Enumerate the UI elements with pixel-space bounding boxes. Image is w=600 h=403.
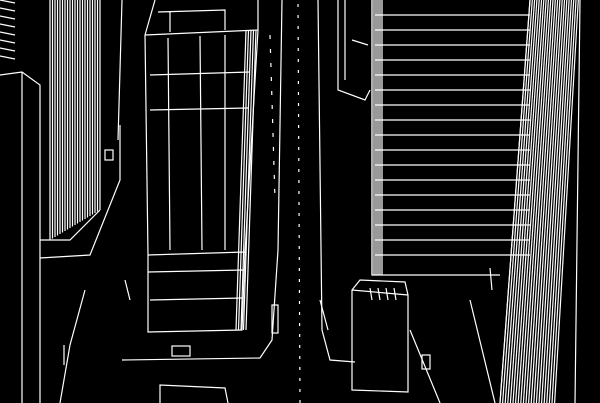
facade-stripe: [502, 0, 533, 403]
streets: [39, 0, 496, 403]
window-line: [0, 23, 16, 28]
facade-stripe: [530, 0, 559, 403]
window-line: [0, 47, 16, 52]
facade-stripe: [548, 0, 575, 403]
window-line: [0, 39, 16, 44]
tower-side-stripe: [237, 29, 250, 331]
facade-stripe: [512, 0, 543, 403]
facade-stripe: [554, 0, 579, 403]
small-building: [351, 279, 409, 393]
tower-side-stripe: [245, 29, 257, 331]
central-tower: [144, 0, 259, 333]
window-line: [0, 0, 16, 4]
facade-stripe: [528, 0, 556, 403]
window-line: [0, 7, 16, 12]
facade-stripe: [551, 0, 577, 403]
tower-side-stripe: [242, 29, 255, 331]
facade-stripe: [515, 0, 545, 403]
tower-side-stripe: [240, 29, 252, 331]
facade-stripe: [535, 0, 563, 403]
facade-stripe: [538, 0, 566, 403]
left-building: [0, 0, 41, 403]
right-large-building: [371, 0, 530, 276]
facade-stripe: [499, 0, 531, 403]
facade-stripe: [541, 0, 568, 403]
upper-right-building: [337, 0, 371, 101]
facade-stripe: [509, 0, 540, 403]
left-tall-facade: [40, 0, 101, 241]
facade-stripe: [546, 0, 572, 403]
window-line: [0, 31, 16, 36]
facade-stripe: [517, 0, 547, 403]
facade-stripe: [543, 0, 570, 403]
window-line: [0, 55, 16, 60]
facade-stripe: [525, 0, 554, 403]
facade-stripe: [522, 0, 552, 403]
facade-stripe: [533, 0, 561, 403]
far-right-building: [499, 0, 581, 403]
facade-stripe: [507, 0, 538, 403]
facade-stripe: [520, 0, 549, 403]
tower-side-stripe: [235, 29, 247, 331]
window-line: [0, 15, 16, 20]
facade-stripe: [504, 0, 536, 403]
